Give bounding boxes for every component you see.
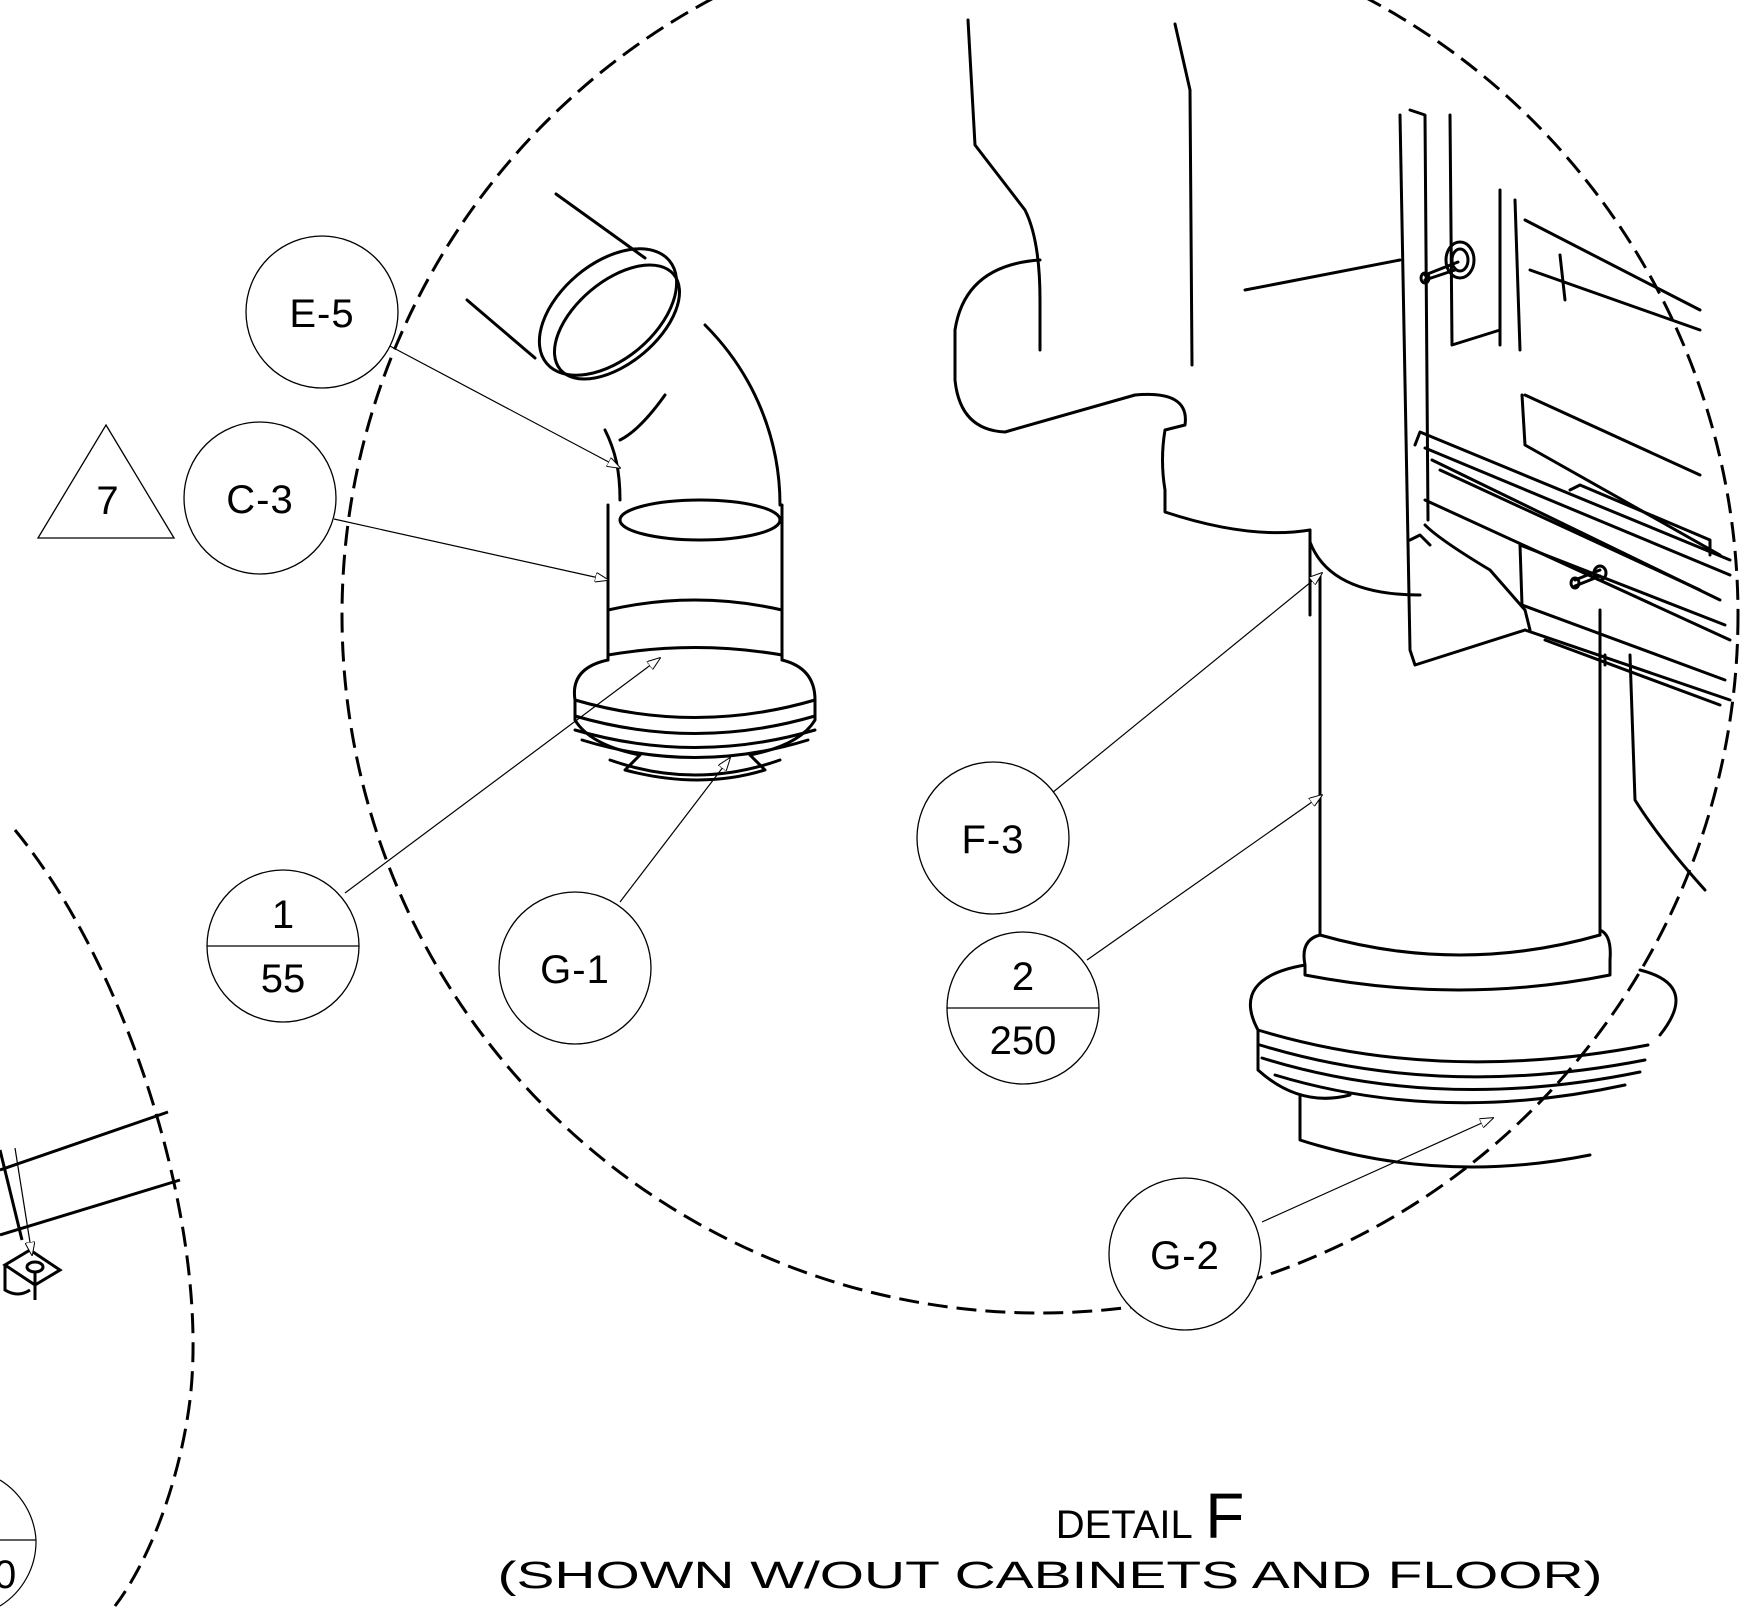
balloon-c3-label: C-3 [226, 478, 293, 522]
detail-title-letter: F [1205, 1480, 1244, 1552]
leader-c3 [333, 518, 608, 580]
balloon-g1: G-1 [498, 891, 652, 1045]
balloon-item2-number: 2 [1012, 955, 1034, 999]
leader-e5 [387, 344, 620, 468]
balloon-f3-label: F-3 [962, 818, 1025, 862]
balloon-e5-label: E-5 [289, 292, 354, 336]
balloon-c3: C-3 [183, 421, 337, 575]
balloon-item1-length: 55 [261, 957, 306, 1001]
detail-boundary-circle [340, 0, 1740, 1315]
balloon-e5: E-5 [245, 235, 399, 389]
detail-title: DETAIL F (SHOWN W/OUT CABINETS AND FLOOR… [498, 1480, 1603, 1597]
right-pipe-assembly [953, 18, 1732, 1169]
leader-g1 [619, 758, 730, 903]
leader-g2 [1261, 1118, 1493, 1223]
svg-text:DETAIL F: DETAIL F [1056, 1480, 1245, 1552]
balloon-item2: 2 250 [946, 931, 1100, 1085]
detail-subtitle: (SHOWN W/OUT CABINETS AND FLOOR) [498, 1555, 1603, 1597]
leader-item1 [344, 658, 660, 894]
balloon-item1-number: 1 [272, 893, 294, 937]
leader-lines [333, 344, 1493, 1223]
adjacent-rail-bracket [0, 1110, 181, 1300]
partial-balloon: 0 [0, 1479, 37, 1607]
note-triangle: 7 [36, 423, 176, 539]
left-pipe-assembly [465, 192, 817, 782]
adjacent-leader-line [14, 1147, 32, 1255]
leader-item2 [1086, 795, 1322, 961]
balloon-g1-label: G-1 [540, 948, 610, 992]
note-triangle-number: 7 [96, 479, 119, 523]
balloon-f3: F-3 [916, 761, 1070, 915]
leader-f3 [1051, 573, 1322, 794]
balloon-item2-length: 250 [990, 1019, 1057, 1063]
balloon-item1: 1 55 [206, 869, 360, 1023]
adjacent-detail-boundary [13, 829, 195, 1607]
balloon-g2-label: G-2 [1150, 1234, 1220, 1278]
balloon-g2: G-2 [1108, 1177, 1262, 1331]
detail-title-prefix: DETAIL [1056, 1503, 1193, 1547]
partial-balloon-text: 0 [0, 1553, 16, 1597]
